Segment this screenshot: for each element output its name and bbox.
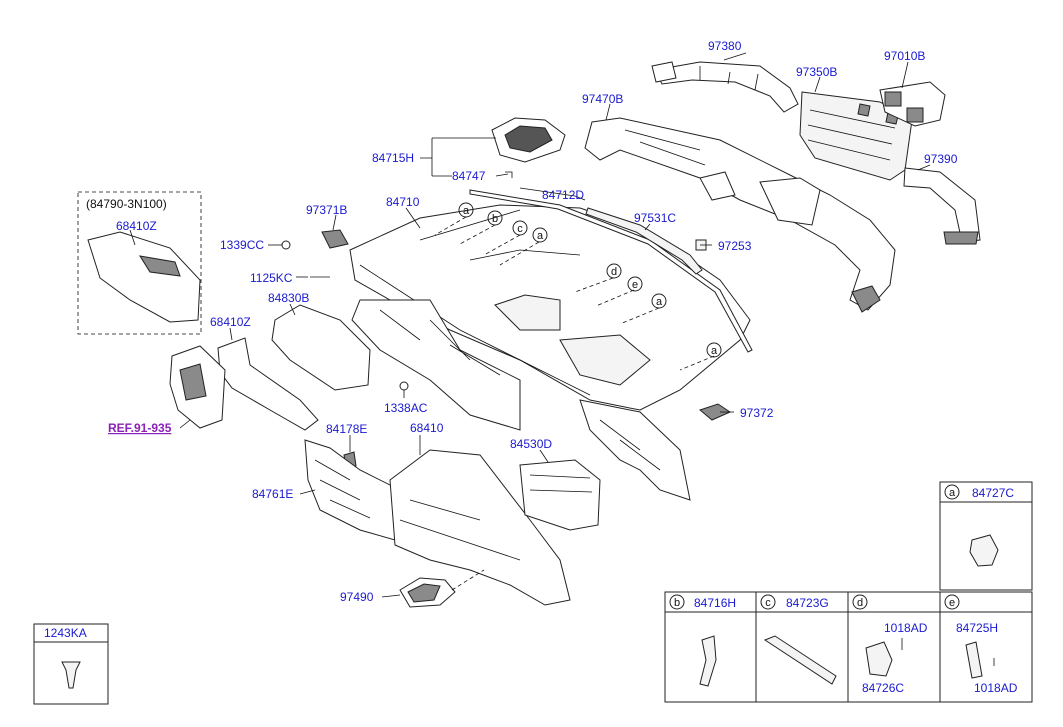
clip-1339CC bbox=[281, 240, 291, 250]
detail-subpart: 1018AD bbox=[884, 621, 928, 635]
detail-part: 84727C bbox=[972, 486, 1014, 500]
detail-subpart: 84726C bbox=[862, 681, 904, 695]
detail-subpart: 84725H bbox=[956, 621, 998, 635]
callout-label: 1339CC bbox=[220, 238, 264, 252]
detail-letter: b bbox=[674, 597, 680, 609]
bracket-84716H bbox=[699, 635, 717, 687]
crash-pad-84710 bbox=[349, 204, 751, 501]
side-duct-97390 bbox=[903, 167, 981, 245]
detail-letter: c bbox=[765, 597, 771, 609]
callout-label: 84178E bbox=[326, 422, 367, 436]
clip-84747-lead bbox=[505, 171, 513, 178]
callout-label: 68410Z bbox=[210, 315, 251, 329]
callout-label: 84530D bbox=[510, 437, 552, 451]
callout-label: 97253 bbox=[718, 239, 752, 253]
callout-labels: 97380 97350B 97010B 97470B 84715H 84747 … bbox=[86, 39, 958, 604]
detail-letter: e bbox=[949, 597, 955, 609]
fastener-box: 1243KA bbox=[33, 623, 109, 705]
detail-table: a 84727C b 84716H c 84723G d 1018AD 8472… bbox=[664, 481, 1033, 703]
cover-68410Z bbox=[217, 337, 319, 431]
cluster-fascia-84830B bbox=[271, 304, 371, 391]
bracket-84726C bbox=[865, 641, 893, 677]
callout-label: 84761E bbox=[252, 487, 293, 501]
callout-label: 97371B bbox=[306, 203, 347, 217]
callout-label: 97350B bbox=[796, 65, 837, 79]
callout-label: 97372 bbox=[740, 406, 774, 420]
circle-mark: a bbox=[711, 345, 718, 357]
screw-1243KA bbox=[61, 661, 81, 689]
callout-label: 84712D bbox=[542, 188, 584, 202]
callout-label: 97380 bbox=[708, 39, 742, 53]
circle-mark: d bbox=[611, 266, 617, 278]
speaker-grille-84715H bbox=[491, 117, 566, 163]
side-vent-left bbox=[169, 345, 226, 429]
defrost-nozzle-97531C bbox=[585, 207, 703, 275]
detail-part: 84716H bbox=[694, 596, 736, 610]
option-code-label: (84790-3N100) bbox=[86, 197, 167, 211]
defroster-strip-84712D bbox=[469, 189, 753, 353]
dashed-leaders bbox=[434, 216, 715, 591]
fastener-part: 1243KA bbox=[44, 626, 87, 640]
reference-link[interactable]: REF.91-935 bbox=[108, 421, 172, 435]
callout-label: 1338AC bbox=[384, 401, 428, 415]
circle-mark: e bbox=[632, 279, 638, 291]
leader-lines bbox=[129, 53, 931, 598]
bracket-84725H bbox=[965, 641, 983, 679]
cluster-housing-68410Z bbox=[87, 231, 201, 323]
circle-mark: a bbox=[463, 205, 470, 217]
callout-label: 97490 bbox=[340, 590, 374, 604]
detail-subpart: 1018AD bbox=[974, 681, 1018, 695]
side-vent-97010B bbox=[879, 81, 946, 127]
detail-letter: a bbox=[949, 487, 956, 499]
callout-label: 97531C bbox=[634, 211, 676, 225]
detail-part: 84723G bbox=[786, 596, 829, 610]
defrost-duct-97380 bbox=[651, 61, 799, 113]
callout-label: 97010B bbox=[884, 49, 925, 63]
bracket-84723G bbox=[763, 635, 837, 685]
callout-label: 68410Z bbox=[116, 219, 157, 233]
crash-pad-lower-68410 bbox=[389, 449, 571, 606]
clip-1338AC bbox=[399, 381, 409, 391]
callout-label: 84710 bbox=[386, 195, 420, 209]
option-group-box bbox=[77, 191, 202, 335]
callout-label: 68410 bbox=[410, 421, 444, 435]
circle-mark: a bbox=[656, 296, 663, 308]
detail-letter: d bbox=[857, 597, 863, 609]
center-vent-97350B bbox=[799, 91, 913, 181]
circle-mark: a bbox=[537, 230, 544, 242]
main-duct-97470B bbox=[584, 117, 896, 313]
circle-mark: c bbox=[517, 223, 523, 235]
detail-box-a bbox=[939, 481, 1033, 591]
callout-label: 1125KC bbox=[250, 271, 293, 285]
vent-97490 bbox=[399, 577, 456, 608]
bracket-84727C bbox=[969, 534, 999, 567]
airbag-84530D bbox=[519, 459, 601, 531]
callout-label: 97470B bbox=[582, 92, 623, 106]
callout-label: 84830B bbox=[268, 291, 309, 305]
callout-label: 97390 bbox=[924, 152, 958, 166]
circle-mark: b bbox=[492, 213, 498, 225]
callout-label: 84747 bbox=[452, 169, 486, 183]
switch-97371B bbox=[321, 229, 349, 249]
callout-label: 84715H bbox=[372, 151, 414, 165]
circle-marks: a b c a d e a a bbox=[458, 202, 722, 358]
